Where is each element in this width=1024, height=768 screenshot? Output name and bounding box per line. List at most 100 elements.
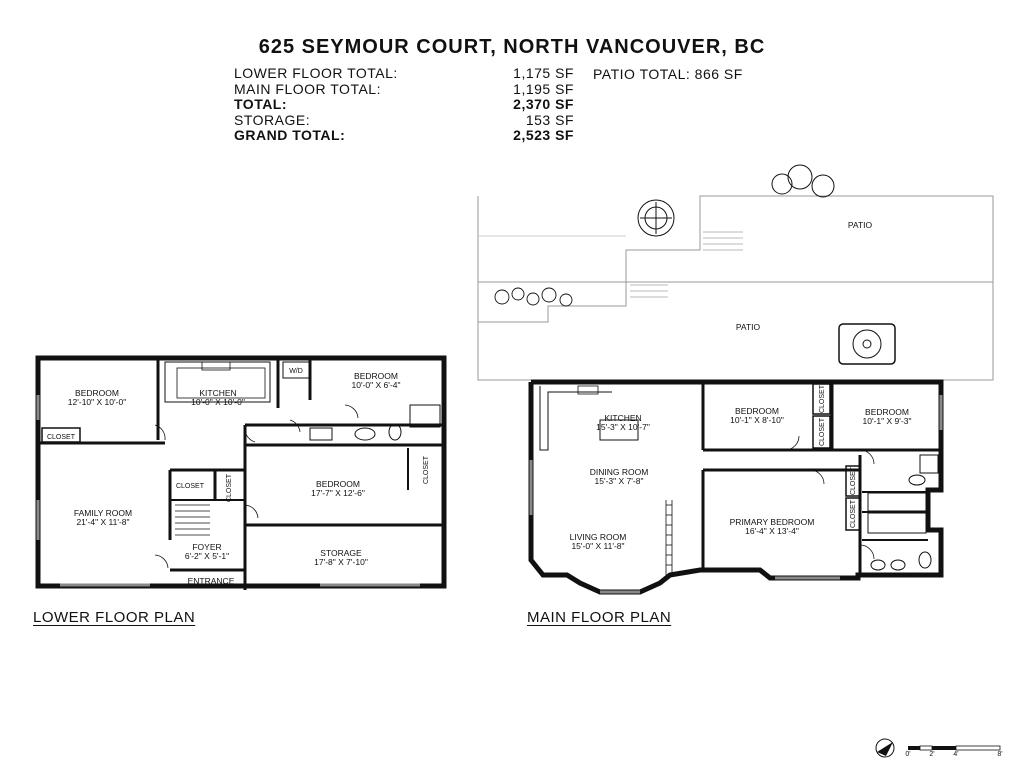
door-swing xyxy=(859,449,875,465)
door-swing xyxy=(244,504,259,519)
closet-box xyxy=(845,465,861,497)
main-floor-plan xyxy=(477,164,994,595)
room-dims: 12'-10" X 10'-0" xyxy=(68,397,126,407)
total-row-total: TOTAL: 2,370 SF xyxy=(234,96,574,113)
area-totals: LOWER FLOOR TOTAL: 1,175 SF MAIN FLOOR T… xyxy=(234,65,574,144)
room-name: KITCHEN xyxy=(604,413,641,423)
main-outer-wall xyxy=(528,379,944,595)
room-name: LIVING ROOM xyxy=(570,532,627,542)
room-dims: 21'-4" X 11'-8" xyxy=(76,517,129,527)
room-name: FAMILY ROOM xyxy=(74,508,132,518)
stairs-icon xyxy=(175,504,210,536)
total-label: LOWER FLOOR TOTAL: xyxy=(234,65,398,81)
room-name: BEDROOM xyxy=(735,406,779,416)
total-label: MAIN FLOOR TOTAL: xyxy=(234,80,381,97)
room-name: PRIMARY BEDROOM xyxy=(730,517,815,527)
stove-icon xyxy=(201,361,231,371)
total-label: GRAND TOTAL: xyxy=(234,127,346,143)
room-name: CLOSET xyxy=(819,417,826,446)
lower-floor-caption: LOWER FLOOR PLAN xyxy=(33,609,196,626)
scale-tick: 0' xyxy=(905,751,910,758)
room-name: BEDROOM xyxy=(354,371,398,381)
stairs-icon xyxy=(665,500,673,575)
main-floor-labels: PATIO PATIO KITCHEN 15'-3" X 10'-7" BEDR… xyxy=(570,220,912,551)
room-dims: 10'-1" X 8'-10" xyxy=(730,415,784,425)
tree-icon xyxy=(637,199,675,237)
total-row-main: MAIN FLOOR TOTAL: 1,195 SF xyxy=(234,80,574,98)
patio-stairs xyxy=(630,231,743,298)
kitchen-island xyxy=(599,419,639,441)
room-dims: 10'-1" X 9'-3" xyxy=(863,416,912,426)
room-name: PATIO xyxy=(848,220,873,230)
room-dims: 17'-8" X 7'-10" xyxy=(314,557,368,567)
total-value: 2,523 SF xyxy=(513,127,574,143)
bathtub-icon xyxy=(867,492,927,512)
kitchen-counter xyxy=(539,386,612,451)
door-swing xyxy=(344,404,359,419)
room-dims: 15'-3" X 7'-8" xyxy=(595,476,644,486)
room-name: BEDROOM xyxy=(75,388,119,398)
shrub-icon xyxy=(771,164,835,198)
room-dims: 15'-0" X 11'-8" xyxy=(571,541,624,551)
total-value: 153 SF xyxy=(525,111,574,128)
room-name: FOYER xyxy=(192,542,221,552)
scale-tick: 8' xyxy=(997,751,1002,758)
main-floor-caption: MAIN FLOOR PLAN xyxy=(527,609,672,626)
room-name: CLOSET xyxy=(850,466,857,495)
hot-tub-icon xyxy=(838,323,896,365)
room-dims: 15'-3" X 10'-7" xyxy=(596,422,650,432)
toilet-icon xyxy=(388,423,402,441)
room-name: BEDROOM xyxy=(316,479,360,489)
washer-dryer xyxy=(282,361,310,379)
total-value: 1,195 SF xyxy=(513,80,574,97)
upper-patio-outline xyxy=(477,195,994,323)
bathtub-icon xyxy=(409,404,441,428)
total-row-storage: STORAGE: 153 SF xyxy=(234,111,574,129)
total-row-grand: GRAND TOTAL: 2,523 SF xyxy=(234,127,574,144)
closet-box xyxy=(812,415,831,449)
room-name: KITCHEN xyxy=(199,388,236,398)
room-name: W/D xyxy=(289,368,303,375)
total-value: 1,175 SF xyxy=(513,65,574,81)
room-name: CLOSET xyxy=(423,455,430,484)
north-arrow-icon xyxy=(875,738,895,758)
page-title: 625 SEYMOUR COURT, NORTH VANCOUVER, BC xyxy=(258,36,766,58)
bathtub-icon xyxy=(867,512,927,534)
kitchen-counter-inner xyxy=(176,367,266,399)
room-name: STORAGE xyxy=(320,548,362,558)
room-dims: 16'-4" X 13'-4" xyxy=(745,526,799,536)
sink-icon xyxy=(919,454,939,474)
lower-floor-plan xyxy=(35,355,447,590)
total-label: TOTAL: xyxy=(234,96,288,112)
door-swing xyxy=(289,419,301,433)
room-name: CLOSET xyxy=(47,434,76,441)
room-dims: 10'-0" X 10'-0" xyxy=(191,397,245,407)
room-dims: 10'-0" X 6'-4" xyxy=(352,380,401,390)
door-swing xyxy=(859,544,875,560)
door-swing xyxy=(244,429,256,443)
planter-shrubs-icon xyxy=(494,287,573,307)
toilet-icon xyxy=(918,551,932,569)
lower-outer-wall xyxy=(35,355,447,589)
room-dims: 6'-2" X 5'-1" xyxy=(185,551,229,561)
total-label: STORAGE: xyxy=(234,111,311,128)
patio-total: PATIO TOTAL: 866 SF xyxy=(593,66,743,82)
closet-box xyxy=(812,383,831,415)
lower-floor-labels: BEDROOM 12'-10" X 10'-0" KITCHEN 10'-0" … xyxy=(47,368,430,586)
sink-icon xyxy=(890,559,906,571)
door-swing xyxy=(154,554,169,569)
room-name: BEDROOM xyxy=(865,407,909,417)
room-name: PATIO xyxy=(736,322,761,332)
room-name: DINING ROOM xyxy=(590,467,649,477)
closet-box xyxy=(845,497,861,531)
room-name: ENTRANCE xyxy=(188,576,235,586)
total-value: 2,370 SF xyxy=(513,96,574,112)
closet-box xyxy=(41,427,81,443)
room-name: CLOSET xyxy=(176,483,205,490)
toilet-icon xyxy=(908,474,926,486)
total-row-lower: LOWER FLOOR TOTAL: 1,175 SF xyxy=(234,65,574,82)
room-name: CLOSET xyxy=(819,384,826,413)
scale-bar: 0' 2' 4' 8' xyxy=(905,745,1003,758)
